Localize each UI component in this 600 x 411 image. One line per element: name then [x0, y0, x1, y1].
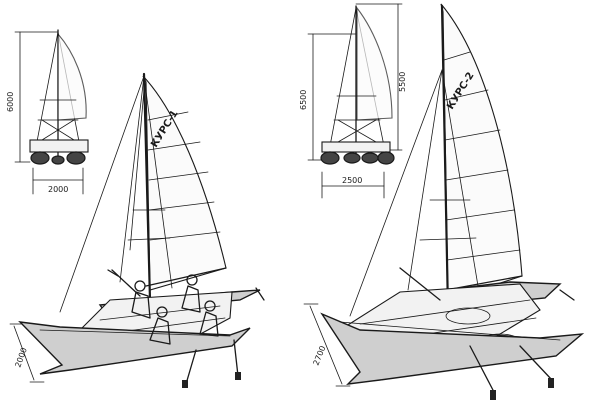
- kurs2-front-hull: [320, 312, 585, 385]
- kurs2-front-view: 6500 5500 2500: [299, 3, 407, 199]
- kurs2-sail-height-dim: 5500: [398, 72, 407, 92]
- kurs1-perspective-view: КУРС-1: [9, 72, 265, 388]
- kurs2-height-dim: 6500: [299, 90, 308, 110]
- kurs2-perspective-view: КУРС-2 2700: [303, 3, 585, 400]
- kurs1-side-beam-dim: 2000: [13, 346, 28, 368]
- kurs1-beam-dim: 2000: [48, 185, 68, 194]
- kurs1-mast: [142, 72, 152, 302]
- kurs1-front-view: 6000 2000: [6, 29, 89, 195]
- kurs2-side-beam-dim: 2700: [312, 345, 328, 367]
- kurs2-mast: [440, 4, 450, 312]
- kurs1-crew: [131, 274, 219, 345]
- kurs2-beam-dim: 2500: [342, 176, 362, 185]
- kurs1-mainsail: [142, 75, 227, 291]
- kurs1-height-dim: 6000: [6, 92, 15, 112]
